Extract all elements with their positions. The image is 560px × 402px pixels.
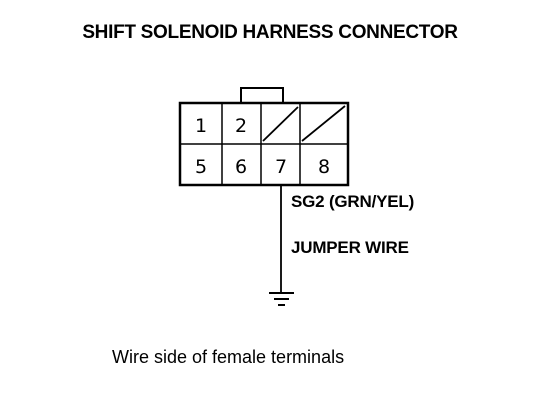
empty-cavity-3-slash bbox=[262, 106, 299, 142]
pin-label-2: 2 bbox=[235, 115, 247, 137]
terminal-view-caption: Wire side of female terminals bbox=[112, 347, 345, 367]
jumper-wire-label: JUMPER WIRE bbox=[291, 238, 409, 257]
pin-label-7: 7 bbox=[275, 156, 287, 178]
pin-label-1: 1 bbox=[195, 115, 207, 137]
empty-cavity-4-slash bbox=[301, 105, 346, 142]
pin-label-6: 6 bbox=[235, 156, 247, 178]
connector-body bbox=[178, 101, 350, 187]
connector-lock-tab bbox=[240, 87, 284, 104]
pin-label-8: 8 bbox=[318, 156, 330, 178]
ground-symbol-icon bbox=[269, 292, 294, 306]
pin-label-5: 5 bbox=[195, 156, 207, 178]
diagram-title: SHIFT SOLENOID HARNESS CONNECTOR bbox=[82, 22, 458, 43]
wire-color-label: SG2 (GRN/YEL) bbox=[291, 192, 415, 211]
